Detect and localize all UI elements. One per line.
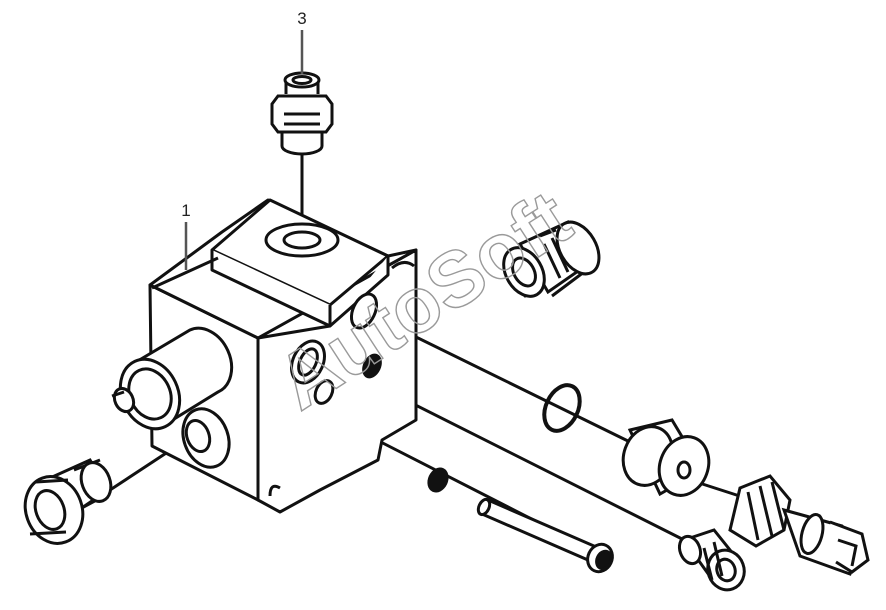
left-fitting <box>23 458 113 545</box>
o-ring <box>542 383 582 433</box>
small-fitting <box>677 528 746 592</box>
plug-cap <box>621 418 711 497</box>
top-port <box>264 222 340 258</box>
upper-right-fitting <box>502 220 601 298</box>
right-face-ports <box>290 292 382 405</box>
check-ball <box>427 467 449 493</box>
sensor-connector <box>728 474 870 576</box>
callout-1: 1 <box>181 201 191 270</box>
callout-1-label: 1 <box>181 201 190 220</box>
cylinder-boss <box>111 326 234 431</box>
pin <box>476 497 614 574</box>
lower-port-boss <box>181 407 231 469</box>
top-fitting <box>270 71 334 156</box>
callout-3: 3 <box>297 9 307 74</box>
callout-3-label: 3 <box>297 9 306 28</box>
